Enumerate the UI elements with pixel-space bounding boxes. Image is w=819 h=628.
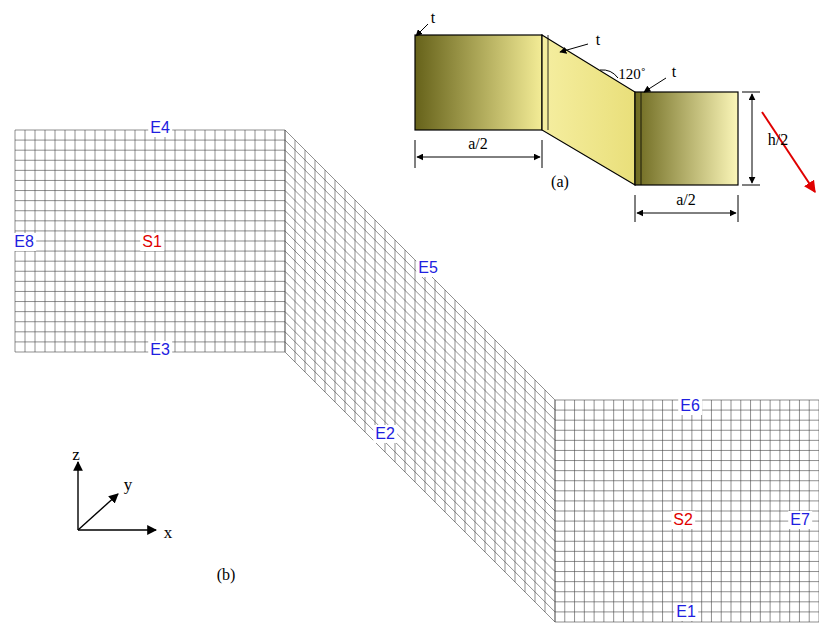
subfigure-label: (a)	[551, 174, 569, 190]
mesh-line	[285, 201, 555, 471]
mesh-line	[15, 331, 285, 332]
mesh	[15, 130, 819, 622]
mesh-line	[15, 220, 285, 221]
mesh-line	[555, 531, 819, 532]
mesh-line	[285, 342, 555, 612]
edge-label: E4	[148, 119, 172, 137]
mesh-line	[555, 581, 819, 582]
mesh-line	[15, 180, 285, 181]
mesh-line	[285, 241, 555, 511]
thickness-label: t	[431, 10, 435, 26]
mesh-line	[555, 591, 819, 592]
mesh-line	[15, 190, 285, 191]
mesh-line	[15, 311, 285, 312]
mesh-line	[285, 261, 555, 531]
mesh-line	[285, 251, 555, 521]
edge-label: E5	[416, 259, 440, 277]
load-arrow	[762, 112, 815, 192]
mesh-line	[15, 150, 285, 151]
mesh-line	[285, 322, 555, 592]
mesh-line	[555, 470, 819, 471]
mesh-line	[555, 571, 819, 572]
angle-label: 120˚	[618, 67, 646, 82]
thickness-label: t	[672, 64, 676, 80]
axis-label: x	[164, 524, 173, 541]
surface-label: S1	[140, 233, 164, 251]
mesh-line	[555, 430, 819, 431]
edge-label: E8	[12, 233, 36, 251]
thickness-label: t	[596, 32, 600, 48]
mesh-line	[555, 551, 819, 552]
mesh-line	[555, 500, 819, 501]
edge-label: E7	[788, 511, 812, 529]
dimension-label: h/2	[768, 132, 788, 148]
mesh-line	[15, 160, 285, 161]
edge-label: E1	[674, 603, 698, 621]
mesh-line	[285, 352, 555, 622]
dimension-label: a/2	[466, 135, 490, 153]
mesh-line	[285, 150, 555, 420]
mesh-line	[285, 180, 555, 450]
mesh-line	[285, 191, 555, 461]
mesh-line	[555, 460, 819, 461]
mesh-line	[555, 561, 819, 562]
mesh-line	[555, 480, 819, 481]
mesh-line	[285, 211, 555, 481]
mesh-line	[15, 291, 285, 292]
section-sketch	[415, 35, 738, 185]
edge-label: E3	[148, 341, 172, 359]
mesh-line	[285, 170, 555, 440]
mesh-line	[15, 271, 285, 272]
mesh-line	[15, 170, 285, 171]
surface-label: S2	[671, 511, 695, 529]
mesh-line	[555, 622, 819, 623]
mesh-line	[15, 140, 285, 141]
mesh-line	[285, 271, 555, 541]
mesh-line	[555, 450, 819, 451]
mesh-line	[555, 541, 819, 542]
mesh-line	[15, 200, 285, 201]
mesh-line	[285, 302, 555, 572]
subfigure-label: (b)	[217, 567, 236, 583]
mesh-line	[285, 291, 555, 561]
axis-label: y	[124, 476, 133, 493]
edge-label: E2	[373, 425, 397, 443]
mesh-line	[285, 140, 555, 410]
dimension-lines	[415, 24, 760, 222]
axes	[78, 462, 156, 530]
axis-label: z	[72, 446, 80, 463]
mesh-line	[285, 332, 555, 602]
mesh-line	[555, 490, 819, 491]
mesh-line	[15, 321, 285, 322]
edge-label: E6	[678, 397, 702, 415]
mesh-line	[285, 281, 555, 551]
mesh-line	[15, 210, 285, 211]
mesh-line	[285, 160, 555, 430]
mesh-line	[15, 301, 285, 302]
mesh-line	[285, 221, 555, 491]
mesh-line	[15, 261, 285, 262]
mesh-line	[285, 130, 555, 400]
mesh-line	[15, 230, 285, 231]
mesh-line	[555, 420, 819, 421]
mesh-line	[285, 231, 555, 501]
mesh-line	[285, 312, 555, 582]
mesh-line	[15, 281, 285, 282]
mesh-line	[555, 440, 819, 441]
dimension-label: a/2	[674, 191, 698, 209]
